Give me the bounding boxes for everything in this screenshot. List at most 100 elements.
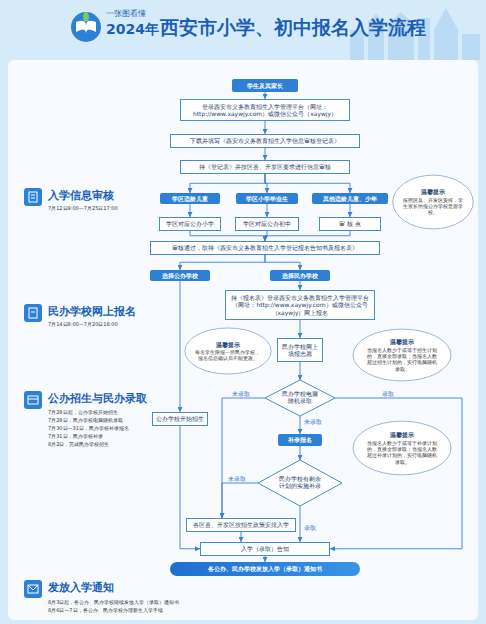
flow-connector xyxy=(190,231,265,242)
node-text: 其他适龄儿童、少年 xyxy=(323,195,377,203)
edge-label: 未录取 xyxy=(304,418,322,427)
role-box: 学区适龄儿童 xyxy=(160,193,220,204)
role-box: 选择公办学校 xyxy=(150,270,210,281)
icon-envelope xyxy=(28,585,38,593)
subtitle: 一张图看懂 xyxy=(106,9,176,19)
flow-connector xyxy=(300,416,301,434)
icon-calendar xyxy=(28,396,38,404)
date-note: 8月6日—7日，各公办、民办学校办理新生入学手续 xyxy=(48,607,268,613)
flow-connector xyxy=(300,281,301,290)
node-text: 各公办、民办学校发放入学（录取）通知书 xyxy=(208,565,322,573)
flow-connector xyxy=(222,398,265,518)
flow-connector xyxy=(190,174,265,194)
notice-band: 各公办、民办学校发放入学（录取）通知书 xyxy=(170,562,360,576)
flow-connector xyxy=(190,204,191,217)
flow-connector xyxy=(265,255,300,271)
flow-connector xyxy=(300,446,301,460)
node-text: 持《报名表》登录西安市义务教育招生入学管理平台（网址：http://www.xa… xyxy=(229,294,371,317)
diamond-shape xyxy=(258,460,342,506)
process-box: 审核通过，取得《西安市义务教育招生入学登记报名告知书及报名表》 xyxy=(150,241,380,255)
node-text: 民办学校电脑随机录取 xyxy=(280,391,319,405)
node-text: 当报名人数少于或等于招生计划的，直接全部录取；当报名人数超过招生计划的，实行电脑… xyxy=(365,347,439,372)
process-box: 入学（录取）告知 xyxy=(200,542,330,556)
cloud-shape xyxy=(353,329,451,381)
node-text: 公办学校开始招生 xyxy=(156,415,204,423)
node-text: 登录西安市义务教育招生入学管理平台（网址：http://www.xaywjy.c… xyxy=(184,103,346,118)
content-panel xyxy=(8,60,478,620)
node-text: 每名学生限报一所民办学校，报名信息确认后不能更改。 xyxy=(195,349,260,362)
section-icon xyxy=(24,391,42,409)
icon-document xyxy=(29,308,37,318)
callout-heading: 温馨提示 xyxy=(421,188,445,196)
icon-line xyxy=(31,198,35,199)
role-box: 选择民办学校 xyxy=(270,270,330,281)
logo-book xyxy=(76,21,96,34)
node-text: 按照区县、开发区安排，学生家长填报公办学校意愿学校。 xyxy=(403,197,464,216)
icon-square xyxy=(24,580,42,598)
icon-document xyxy=(29,192,37,202)
cloud-shape xyxy=(393,175,473,229)
date-note: 7月28日起，公办学校开始招生 xyxy=(48,409,148,415)
flow-connector xyxy=(222,483,258,518)
flow-connector xyxy=(265,231,267,242)
logo-circle xyxy=(71,12,101,42)
page-title: 西安市小学、初中报名入学流程 xyxy=(160,16,470,39)
node-text: 审核通过，取得《西安市义务教育招生入学登记报名告知书及报名表》 xyxy=(172,244,358,252)
icon-line xyxy=(28,585,38,590)
flow-connector xyxy=(330,398,462,549)
decision-diamond: 民办学校电脑随机录取 xyxy=(265,380,335,416)
flow-connector xyxy=(265,92,266,99)
cloud-shape xyxy=(353,421,451,475)
flow-connector xyxy=(265,556,266,563)
process-box: 持《登记表》并按区县、开发区要求进行信息审核 xyxy=(180,160,350,174)
node-text: 学区小学毕业生 xyxy=(246,195,288,203)
node-text: 学区对应公办小学 xyxy=(166,220,214,228)
section-icon xyxy=(24,188,42,206)
section-title: 公办招生与民办录取 xyxy=(48,392,158,405)
node-text: 审 核 点 xyxy=(339,220,361,228)
flow-connector xyxy=(180,255,265,271)
flow-connector xyxy=(267,204,268,217)
logo-leaf xyxy=(83,12,89,22)
flow-connector xyxy=(300,320,301,338)
node-text: 下载并填写《西安市义务教育招生入学信息审核登记表》 xyxy=(190,137,340,145)
flow-wire xyxy=(180,426,200,549)
node-text: 当报名人数少于或等于补录计划的，直接全部录取；当报名人数超过补录计划的，实行电脑… xyxy=(365,440,439,465)
diamond-shape xyxy=(265,380,335,416)
node-text: 学生及其家长 xyxy=(247,82,283,90)
date-note: 7月14日8:00—7月20日18:00 xyxy=(48,321,168,327)
process-box: 持《报名表》登录西安市义务教育招生入学管理平台（网址：http://www.xa… xyxy=(225,290,375,320)
section-title: 发放入学通知 xyxy=(48,581,168,594)
process-box: 民办学校网上填报志愿 xyxy=(277,338,323,362)
process-box: 审 核 点 xyxy=(319,217,381,231)
role-box: 学生及其家长 xyxy=(232,79,298,92)
decision-diamond: 民办学校有剩余计划的实施补录 xyxy=(258,460,342,506)
date-note: 7月31日，民办学校补录 xyxy=(48,433,148,439)
skyline-pagoda xyxy=(434,8,458,60)
section-title: 民办学校网上报名 xyxy=(48,305,168,318)
callout-cloud: 温馨提示当报名人数少于或等于招生计划的，直接全部录取；当报名人数超过招生计划的，… xyxy=(352,328,452,382)
section-title: 入学信息审核 xyxy=(48,189,158,202)
edge-label: 录取 xyxy=(382,390,394,399)
node-text: 选择民办学校 xyxy=(282,272,318,280)
flow-connector xyxy=(180,281,181,412)
flow-connector xyxy=(241,532,242,543)
process-box: 登录西安市义务教育招生入学管理平台（网址：http://www.xaywjy.c… xyxy=(180,99,350,121)
icon-square xyxy=(24,304,42,322)
cloud-shape xyxy=(185,328,271,374)
edge-label: 未录取 xyxy=(232,390,250,399)
callout-cloud: 温馨提示按照区县、开发区安排，学生家长填报公办学校意愿学校。 xyxy=(392,174,474,230)
edge-label: 未录取 xyxy=(228,475,246,484)
date-note: 7月12日9:00—7月25日17:00 xyxy=(48,205,158,211)
flow-connector xyxy=(265,121,266,134)
process-box: 各区县、开发区按招生政策安排入学 xyxy=(186,518,296,532)
section-icon xyxy=(24,580,42,598)
node-text: 补录报名 xyxy=(288,436,312,444)
icon-line xyxy=(31,312,35,313)
process-box: 学区对应公办初中 xyxy=(235,217,299,231)
icon-square xyxy=(24,391,42,409)
flow-connector xyxy=(265,231,350,242)
callout-cloud: 温馨提示当报名人数少于或等于补录计划的，直接全部录取；当报名人数超过补录计划的，… xyxy=(352,420,452,476)
